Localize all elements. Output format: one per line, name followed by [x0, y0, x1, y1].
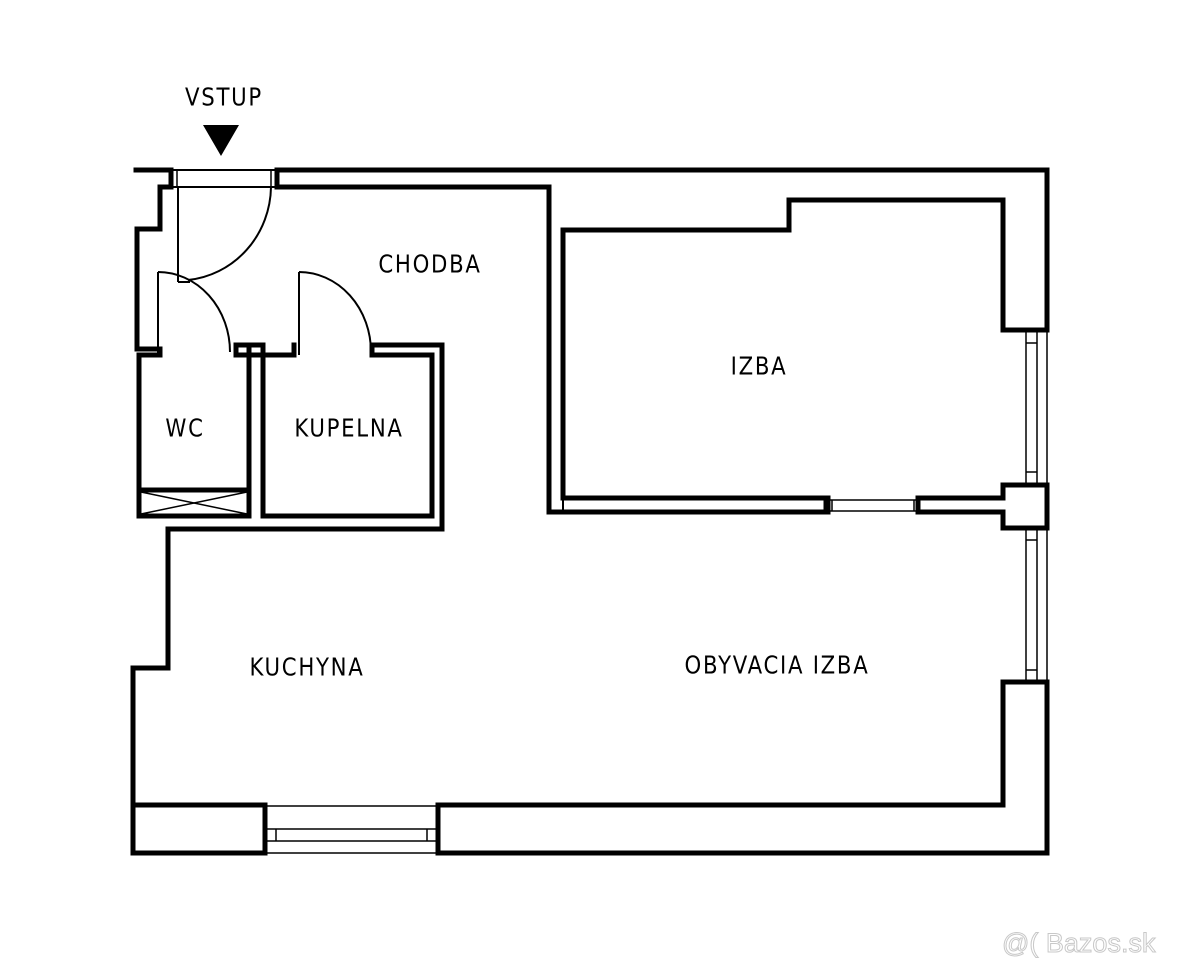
watermark-bazos: @( Bazos.sk: [1001, 928, 1156, 959]
room-label-kuchyna: KUCHYNA: [249, 652, 365, 682]
wc-installation-box: [136, 487, 252, 515]
wall-bottom-right: [435, 679, 1050, 856]
window-izba: [1025, 329, 1048, 486]
room-label-chodba: CHODBA: [378, 249, 482, 279]
room-label-kupelna: KUPELNA: [294, 413, 404, 443]
wall-corridor: [274, 167, 829, 515]
window-obyvacia: [1025, 527, 1048, 683]
wall-kitchen-kupelna: [130, 342, 445, 856]
wall-izba-outer: [274, 167, 1050, 501]
room-label-izba: IZBA: [730, 351, 788, 381]
entrance-arrow-icon: [203, 125, 239, 156]
wc-door-swing: [157, 271, 231, 353]
room-label-obyvacia-izba: OBYVACIA IZBA: [684, 650, 870, 680]
entrance-label: VSTUP: [185, 82, 263, 112]
wall-left-upper: [133, 167, 174, 352]
entrance-door-swing: [187, 186, 272, 281]
door-jamb: [823, 495, 831, 515]
room-label-wc: WC: [165, 413, 205, 443]
kupelna-door-swing: [298, 271, 372, 353]
wall-pillar-right: [915, 482, 1050, 531]
window-kuchyna: [265, 805, 438, 854]
